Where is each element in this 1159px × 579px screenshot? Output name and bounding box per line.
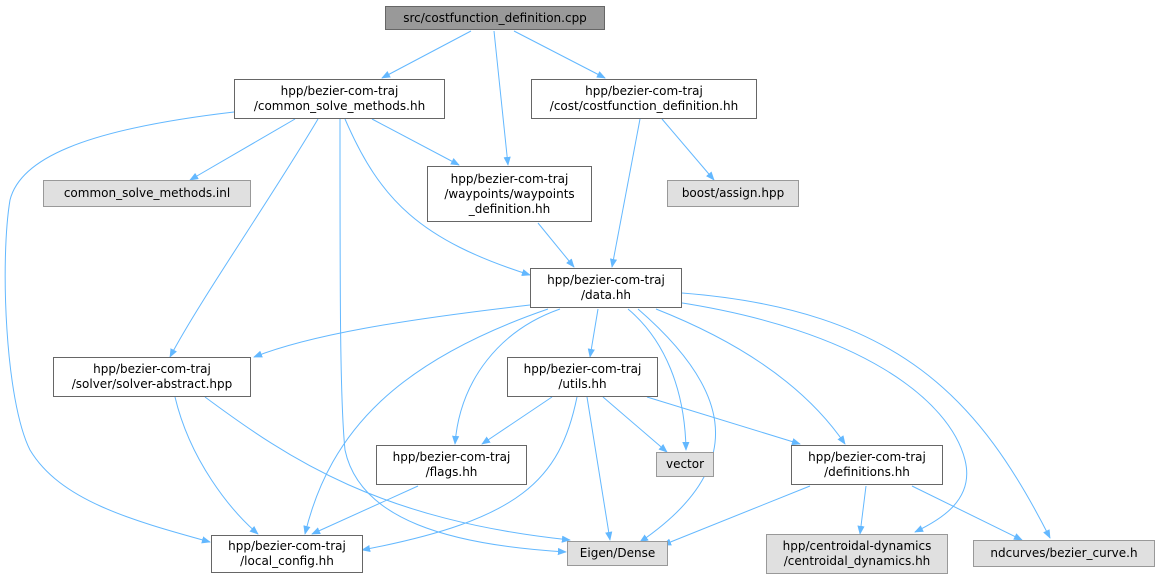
node-line: /flags.hh [425,465,478,479]
edge-utils-to-flags [481,396,553,445]
node-line: /utils.hh [558,377,607,391]
edge-costfunction-to-boost [661,118,715,181]
edge-definitions-to-centroidal [857,485,867,535]
edge-data-to-ndcurves [681,292,1051,539]
edge-utils-to-definitions [646,396,801,446]
node-line: /waypoints/waypoints [444,186,575,201]
edge-data-to-utils [587,308,599,358]
node-line: common_solve_methods.inl [63,186,231,200]
edge-data-to-vector [627,308,690,451]
node-line: /common_solve_methods.hh [253,99,426,113]
edge-definitions-to-eigen [662,485,811,546]
node-local-config-hh[interactable]: hpp/bezier-com-traj /local_config.hh [211,535,363,573]
edge-data-to-flags [452,308,561,445]
edge-common-to-solver [169,118,319,358]
node-centroidal-dynamics-hh[interactable]: hpp/centroidal-dynamics /centroidal_dyna… [766,534,948,574]
node-utils-hh[interactable]: hpp/bezier-com-traj /utils.hh [507,357,658,397]
edge-utils-to-eigen [586,396,613,541]
edge-solver-to-eigen [204,396,571,543]
edge-common-to-waypoints [371,118,460,166]
edge-waypoints-to-data [537,222,575,268]
edge-common-to-local-config [4,111,235,544]
node-line: vector [665,457,705,471]
node-waypoints-definition-hh[interactable]: hpp/bezier-com-traj /waypoints/waypoints… [427,166,592,222]
node-line: hpp/bezier-com-traj [228,539,346,553]
node-costfunction-definition-hh[interactable]: hpp/bezier-com-traj /cost/costfunction_d… [531,79,757,119]
edge-utils-to-vector [602,396,668,453]
edge-costfunction-to-data [609,118,641,268]
node-common-solve-methods-inl[interactable]: common_solve_methods.inl [43,180,251,207]
node-line: ndcurves/bezier_curve.h [990,546,1138,560]
node-ndcurves-bezier-curve-h[interactable]: ndcurves/bezier_curve.h [973,540,1155,567]
node-eigen-dense[interactable]: Eigen/Dense [567,541,668,566]
node-common-solve-methods-hh[interactable]: hpp/bezier-com-traj /common_solve_method… [234,79,445,119]
node-boost-assign-hpp[interactable]: boost/assign.hpp [667,180,799,207]
edge-root-to-costfunction [513,30,606,79]
edge-data-to-centroidal [675,301,968,533]
node-line: hpp/bezier-com-traj [585,84,703,98]
node-line: /cost/costfunction_definition.hh [549,99,739,113]
edge-data-to-eigen [637,308,716,543]
edge-root-to-common-solve [381,30,472,79]
node-line: hpp/bezier-com-traj [450,171,569,186]
node-flags-hh[interactable]: hpp/bezier-com-traj /flags.hh [376,445,527,485]
edge-root-to-waypoints [493,30,511,166]
node-definitions-hh[interactable]: hpp/bezier-com-traj /definitions.hh [791,445,943,485]
node-line: /definitions.hh [824,465,910,479]
node-line: hpp/centroidal-dynamics [782,539,932,553]
node-line: hpp/bezier-com-traj [93,362,211,376]
node-line: Eigen/Dense [579,546,656,560]
node-line: /data.hh [580,288,632,302]
node-line: hpp/bezier-com-traj [547,273,665,287]
node-line: /solver/solver-abstract.hpp [71,377,233,391]
node-costfunction-definition-cpp[interactable]: src/costfunction_definition.cpp [385,6,605,30]
edge-common-to-data [344,118,531,276]
node-line: hpp/bezier-com-traj [280,84,399,98]
edge-common-to-inl [189,118,296,181]
edge-common-to-eigen [339,118,567,556]
node-solver-abstract-hpp[interactable]: hpp/bezier-com-traj /solver/solver-abstr… [53,357,251,397]
node-line: boost/assign.hpp [681,186,785,200]
node-line: src/costfunction_definition.cpp [403,10,587,25]
edge-utils-to-local-config [361,396,578,553]
node-line: hpp/bezier-com-traj [808,450,926,464]
node-line: /centroidal_dynamics.hh [783,554,931,568]
edge-data-to-definitions [655,308,846,445]
edge-definitions-to-ndcurves [911,485,1023,541]
node-line: _definition.hh [468,201,551,216]
edge-flags-to-local-config [311,485,419,535]
node-data-hh[interactable]: hpp/bezier-com-traj /data.hh [530,268,682,308]
node-line: hpp/bezier-com-traj [523,362,642,376]
edge-solver-to-local-config [174,396,259,535]
edge-data-to-solver [253,304,531,358]
node-line: hpp/bezier-com-traj [392,450,511,464]
edge-data-to-local-config [303,308,549,535]
node-vector[interactable]: vector [656,452,714,477]
node-line: /local_config.hh [240,554,334,568]
